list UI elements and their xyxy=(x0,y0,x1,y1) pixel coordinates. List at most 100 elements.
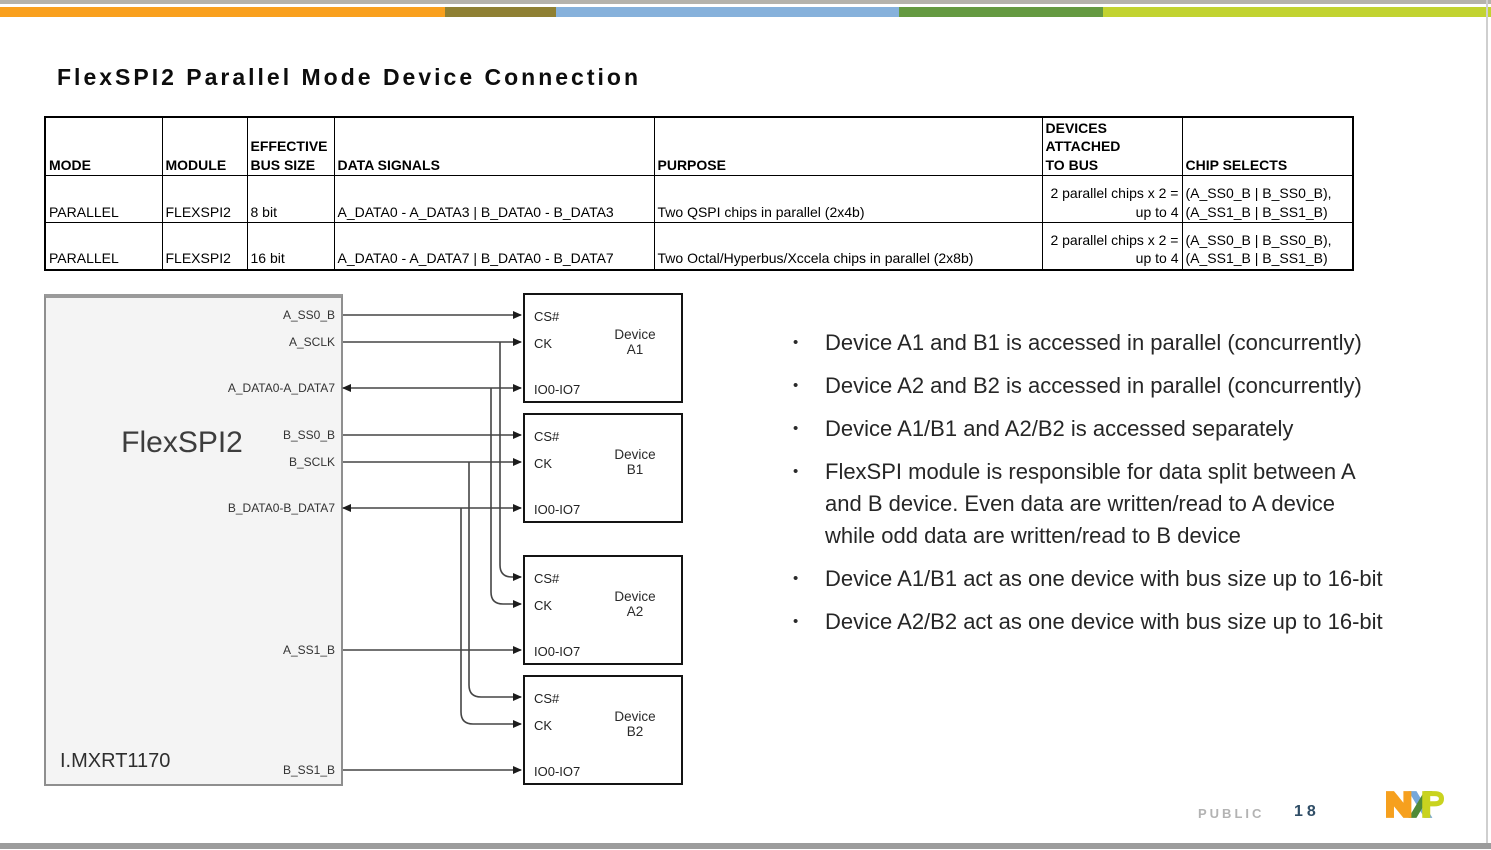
spec-table: MODE MODULE EFFECTIVE BUS SIZE DATA SIGN… xyxy=(44,116,1354,271)
top-color-stripe xyxy=(0,7,1491,17)
chip-selects-line-2: (A_SS1_B | B_SS1_B) xyxy=(1185,250,1328,267)
cell-purpose: Two Octal/Hyperbus/Xccela chips in paral… xyxy=(653,222,1043,271)
device-pin-io: IO0-IO7 xyxy=(534,644,581,659)
table-row: PARALLEL FLEXSPI2 8 bit A_DATA0 - A_DATA… xyxy=(44,175,1354,224)
pin-label-a-sclk: A_SCLK xyxy=(288,335,335,349)
pin-label-b-ss0-b: B_SS0_B xyxy=(282,428,335,442)
device-pin-ck: CK xyxy=(534,598,553,613)
devices-line-2: up to 4 xyxy=(1135,250,1179,267)
bullet-text: Device A2/B2 act as one device with bus … xyxy=(825,609,1383,634)
page-number: 18 xyxy=(1294,803,1320,820)
device-pin-ck: CK xyxy=(534,456,553,471)
cell-bus: 16 bit xyxy=(246,222,335,271)
device-name: Device B2 xyxy=(614,709,656,739)
bullet-text: Device A1/B1 act as one device with bus … xyxy=(825,566,1383,591)
device-box-b1: CS# CK IO0-IO7 Device B1 xyxy=(523,413,683,523)
bullet-icon: • xyxy=(793,334,799,351)
bullet-icon: • xyxy=(793,570,799,587)
devices-line-2: up to 4 xyxy=(1135,203,1179,220)
cell-chip-selects: (A_SS0_B | B_SS0_B), (A_SS1_B | B_SS1_B) xyxy=(1181,222,1354,271)
bullet-text: Device A1/B1 and A2/B2 is accessed separ… xyxy=(825,416,1294,441)
controller-part-number: I.MXRT1170 xyxy=(60,750,171,772)
flexspi2-controller-block xyxy=(44,294,343,786)
stripe-segment-blue xyxy=(556,7,899,17)
devices-line-1: 2 parallel chips x 2 = xyxy=(1050,231,1179,248)
bullet-icon: • xyxy=(793,420,799,437)
chip-selects-line-1: (A_SS0_B | B_SS0_B), xyxy=(1185,185,1332,202)
device-box-a2: CS# CK IO0-IO7 Device A2 xyxy=(523,555,683,665)
cell-module: FLEXSPI2 xyxy=(161,222,248,271)
list-item: • Device A2 and B2 is accessed in parall… xyxy=(790,370,1396,402)
pin-label-a-data: A_DATA0-A_DATA7 xyxy=(227,381,335,395)
controller-label: FlexSPI2 xyxy=(121,426,243,459)
pin-label-a-ss1-b: A_SS1_B xyxy=(282,643,335,657)
col-header-purpose: PURPOSE xyxy=(653,116,1043,177)
device-box-b2: CS# CK IO0-IO7 Device B2 xyxy=(523,675,683,785)
col-header-module: MODULE xyxy=(161,116,248,177)
device-pin-cs: CS# xyxy=(534,429,560,444)
bullet-text: Device A2 and B2 is accessed in parallel… xyxy=(825,373,1362,398)
devices-line-1: 2 parallel chips x 2 = xyxy=(1050,185,1179,202)
chip-selects-line-1: (A_SS0_B | B_SS0_B), xyxy=(1185,231,1332,248)
cell-devices-attached: 2 parallel chips x 2 = up to 4 xyxy=(1041,222,1183,271)
cell-chip-selects: (A_SS0_B | B_SS0_B), (A_SS1_B | B_SS1_B) xyxy=(1181,175,1354,224)
device-pin-cs: CS# xyxy=(534,691,560,706)
cell-mode: PARALLEL xyxy=(44,222,163,271)
list-item: • Device A1/B1 and A2/B2 is accessed sep… xyxy=(790,413,1396,445)
right-edge-line xyxy=(1486,0,1488,843)
stripe-segment-olive xyxy=(445,7,556,17)
bullet-text: FlexSPI module is responsible for data s… xyxy=(825,459,1355,548)
wire-a2-cs-tap xyxy=(499,342,522,581)
bullet-text: Device A1 and B1 is accessed in parallel… xyxy=(825,330,1362,355)
bullet-icon: • xyxy=(793,613,799,630)
stripe-segment-green xyxy=(899,7,1103,17)
top-gray-bar xyxy=(0,0,1491,4)
cell-devices-attached: 2 parallel chips x 2 = up to 4 xyxy=(1041,175,1183,224)
wire-b2-ck-tap xyxy=(460,508,522,728)
list-item: • Device A1 and B1 is accessed in parall… xyxy=(790,327,1396,359)
device-name: Device A2 xyxy=(614,589,656,619)
table-row: PARALLEL FLEXSPI2 16 bit A_DATA0 - A_DAT… xyxy=(44,222,1354,271)
pin-label-b-ss1-b: B_SS1_B xyxy=(282,763,335,777)
cell-bus: 8 bit xyxy=(246,175,335,224)
device-pin-io: IO0-IO7 xyxy=(534,764,581,779)
list-item: • FlexSPI module is responsible for data… xyxy=(790,456,1396,552)
nxp-logo xyxy=(1386,791,1444,818)
device-pin-ck: CK xyxy=(534,336,553,351)
bullet-list: • Device A1 and B1 is accessed in parall… xyxy=(790,327,1396,649)
pin-label-a-ss0-b: A_SS0_B xyxy=(282,308,335,322)
bottom-gray-bar xyxy=(0,843,1491,849)
table-header-row: MODE MODULE EFFECTIVE BUS SIZE DATA SIGN… xyxy=(44,116,1354,177)
bullet-icon: • xyxy=(793,377,799,394)
cell-mode: PARALLEL xyxy=(44,175,163,224)
col-header-devices-attached: DEVICES ATTACHED TO BUS xyxy=(1041,116,1183,177)
pin-label-b-sclk: B_SCLK xyxy=(288,455,335,469)
cell-purpose: Two QSPI chips in parallel (2x4b) xyxy=(653,175,1043,224)
col-header-chip-selects: CHIP SELECTS xyxy=(1181,116,1354,177)
cell-signals: A_DATA0 - A_DATA3 | B_DATA0 - B_DATA3 xyxy=(333,175,655,224)
wire-b2-cs-tap xyxy=(468,462,522,701)
stripe-segment-lime xyxy=(1103,7,1491,17)
list-item: • Device A2/B2 act as one device with bu… xyxy=(790,606,1396,638)
col-header-bus-size: EFFECTIVE BUS SIZE xyxy=(246,116,335,177)
bullet-icon: • xyxy=(793,463,799,480)
col-header-data-signals: DATA SIGNALS xyxy=(333,116,655,177)
device-pin-cs: CS# xyxy=(534,309,560,324)
device-box-a1: CS# CK IO0-IO7 Device A1 xyxy=(523,293,683,403)
chip-selects-line-2: (A_SS1_B | B_SS1_B) xyxy=(1185,203,1328,220)
device-pin-cs: CS# xyxy=(534,571,560,586)
device-pin-ck: CK xyxy=(534,718,553,733)
cell-signals: A_DATA0 - A_DATA7 | B_DATA0 - B_DATA7 xyxy=(333,222,655,271)
device-pin-io: IO0-IO7 xyxy=(534,382,581,397)
device-pin-io: IO0-IO7 xyxy=(534,502,581,517)
device-name: Device B1 xyxy=(614,447,656,477)
list-item: • Device A1/B1 act as one device with bu… xyxy=(790,563,1396,595)
classification-label: PUBLIC xyxy=(1198,806,1265,821)
col-header-mode: MODE xyxy=(44,116,163,177)
wire-a2-ck-tap xyxy=(490,388,522,608)
stripe-segment-orange xyxy=(0,7,445,17)
cell-module: FLEXSPI2 xyxy=(161,175,248,224)
pin-label-b-data: B_DATA0-B_DATA7 xyxy=(227,501,335,515)
device-name: Device A1 xyxy=(614,327,656,357)
page-title: FlexSPI2 Parallel Mode Device Connection xyxy=(57,64,641,90)
